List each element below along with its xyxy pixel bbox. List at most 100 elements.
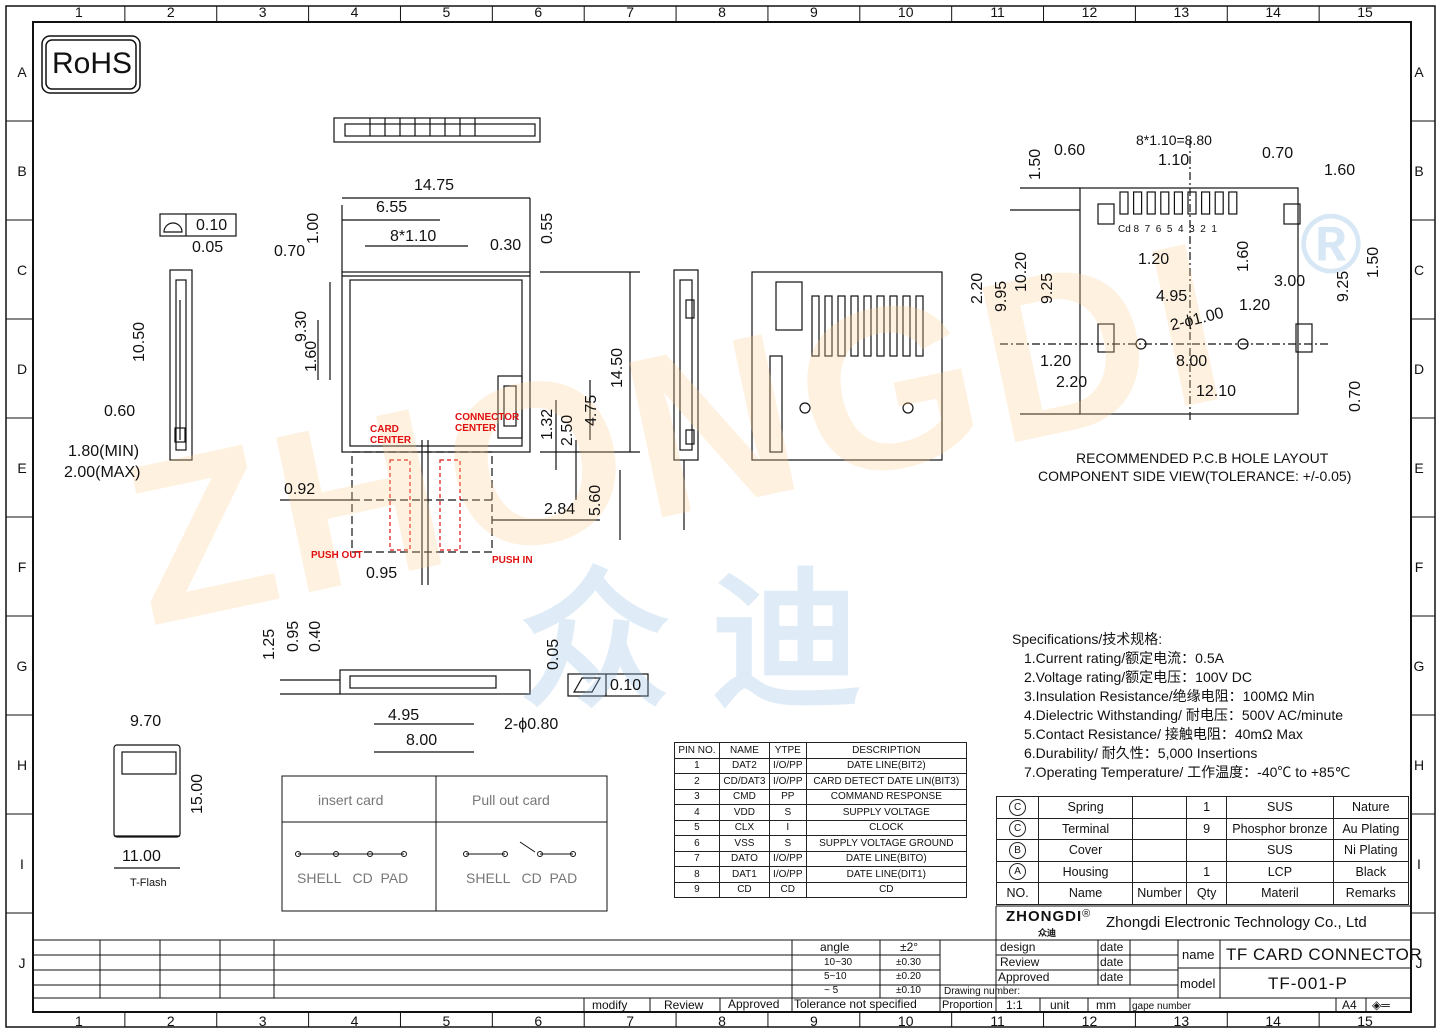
pin-table-cell: I/O/PP	[768, 850, 807, 867]
pin-table-header: PIN NO.	[674, 742, 720, 759]
bom-cell: Name	[1038, 882, 1133, 905]
pcb-pad	[1187, 191, 1197, 215]
grid-row-label: A	[17, 63, 27, 80]
pin-table-cell: CLOCK	[805, 819, 968, 836]
pcb-pad	[1146, 191, 1156, 215]
bom-cell: 1	[1186, 860, 1228, 883]
terminal-pin	[889, 295, 898, 357]
spec-item: 1.Current rating/额定电流：0.5A	[1024, 650, 1224, 666]
switch-diagram	[281, 775, 608, 912]
grid-col-label: 9	[809, 1013, 818, 1029]
tb-scale: 1:1	[1006, 998, 1023, 1012]
pin-table-cell: DAT1	[718, 866, 770, 883]
front-d284: 2.84	[544, 501, 576, 518]
front-d475: 4.75	[583, 394, 600, 426]
grid-col-label: 3	[258, 4, 267, 20]
grid-col-label: 11	[990, 1013, 1005, 1029]
bottom-flatness: 0.10	[610, 677, 642, 694]
pcb-d925: 9.25	[1039, 272, 1056, 304]
tb-date-1: date	[1100, 940, 1124, 954]
company-logo-mark: ®	[1082, 908, 1091, 920]
terminal-pin	[863, 295, 872, 357]
pin-table-cell: 3	[674, 788, 720, 805]
pcb-d1210: 12.10	[1196, 383, 1237, 400]
spec-item: 2.Voltage rating/额定电压：100V DC	[1024, 669, 1252, 685]
tb-unit: unit	[1050, 998, 1070, 1012]
pcb-d070b: 0.70	[1347, 380, 1364, 412]
tb-angle: angle	[820, 940, 850, 954]
switch-pull-title: Pull out card	[472, 792, 550, 808]
pin-table-cell: 2	[674, 773, 720, 790]
side-flatness: 0.10	[196, 217, 228, 234]
pin-table-header: YTPE	[768, 742, 807, 759]
bom-item-letter: A	[1009, 863, 1027, 881]
tb-page-number: gape number	[1132, 1001, 1191, 1012]
pin-table-cell: VDD	[718, 804, 770, 821]
bom-cell: Nature	[1332, 796, 1410, 819]
pin-table-header: DESCRIPTION	[805, 742, 968, 759]
grid-row-label: I	[1417, 855, 1421, 872]
grid-col-label: 10	[897, 1013, 914, 1029]
pcb-d150a: 1.50	[1027, 148, 1044, 180]
pin-table-cell: SUPPLY VOLTAGE	[805, 804, 968, 821]
tb-approved2: Approved	[728, 997, 780, 1011]
grid-ticks	[6, 6, 1435, 1027]
bom-cell: SUS	[1226, 796, 1334, 819]
bom-cell: Terminal	[1038, 817, 1133, 840]
pcb-layout	[1000, 140, 1330, 420]
pcb-d995: 9.95	[993, 280, 1010, 312]
bom-cell: 9	[1186, 817, 1228, 840]
tflash-h: 15.00	[189, 773, 206, 814]
grid-row-label: D	[16, 360, 28, 377]
grid-col-label: 15	[1357, 4, 1373, 20]
tb-model-value: TF-001-P	[1268, 974, 1348, 993]
front-d250: 2.50	[559, 414, 576, 446]
bom-item-marker: A	[995, 860, 1040, 883]
grid-row-label: F	[1414, 558, 1424, 575]
grid-col-label: 8	[718, 4, 726, 20]
title-block-lines	[33, 905, 1411, 1012]
bom-item-marker: C	[995, 796, 1040, 819]
pcb-d120c: 1.20	[1040, 353, 1072, 370]
pcb-d120b: 1.20	[1239, 297, 1271, 314]
pcb-pad	[1160, 191, 1170, 215]
side-d060: 0.60	[104, 403, 136, 420]
pcb-d150b: 1.50	[1365, 246, 1382, 278]
tolerance-value: ±0.20	[896, 971, 921, 982]
pin-table-cell: DAT2	[718, 757, 770, 774]
front-d100: 1.00	[305, 212, 322, 244]
grid-col-label: 2	[166, 1013, 175, 1029]
pin-table-cell: CD	[768, 881, 807, 898]
pcb-d110: 1.10	[1158, 152, 1190, 169]
pin-table-cell: I	[768, 819, 807, 836]
grid-col-label: 1	[75, 1013, 83, 1029]
bottom-d495: 4.95	[388, 707, 420, 724]
pin-table-cell: S	[768, 835, 807, 852]
pin-table-cell: 7	[674, 850, 720, 867]
pin-table-cell: COMMAND RESPONSE	[805, 788, 968, 805]
pin-table-cell: 8	[674, 866, 720, 883]
front-view	[280, 197, 640, 585]
grid-col-label: 15	[1357, 1013, 1373, 1029]
card-center-label-1: CARD	[370, 424, 399, 435]
pin-table-cell: 9	[674, 881, 720, 898]
pcb-d060: 0.60	[1054, 142, 1086, 159]
rohs-inner	[45, 39, 137, 90]
pin-table-cell: CLX	[718, 819, 770, 836]
pin-table-cell: DATE LINE(DIT1)	[805, 866, 968, 883]
bom-cell: LCP	[1226, 860, 1334, 883]
pin-table-cell: SUPPLY VOLTAGE GROUND	[805, 835, 968, 852]
pin-table-cell: 1	[674, 757, 720, 774]
grid-col-label: 9	[809, 4, 818, 20]
tb-mm: mm	[1096, 998, 1116, 1012]
pcb-pad	[1173, 191, 1184, 215]
tb-name-label: name	[1182, 947, 1215, 962]
pcb-d220b: 2.20	[1056, 374, 1088, 391]
pcb-pad	[1132, 191, 1143, 215]
bom-cell: Housing	[1038, 860, 1133, 883]
